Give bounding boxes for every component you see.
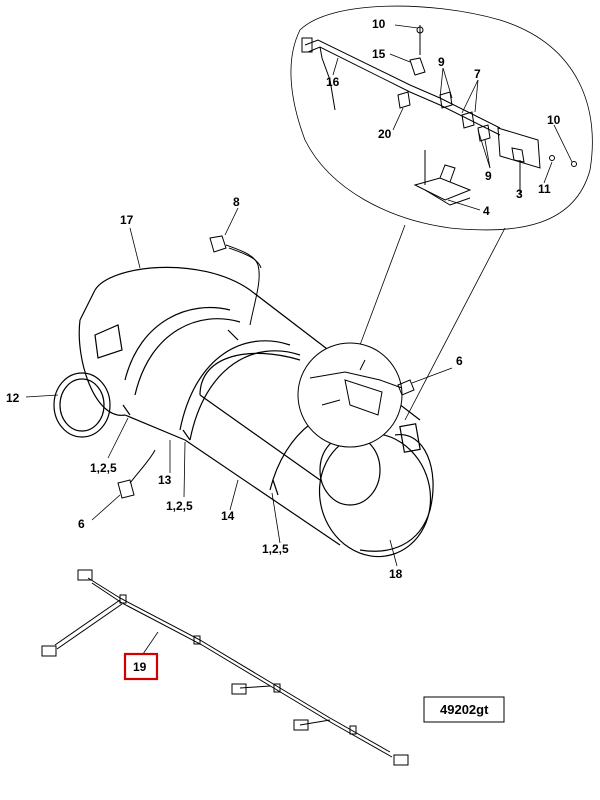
callout-11: 11 — [538, 182, 551, 196]
callout-20: 20 — [378, 127, 392, 141]
callout-1-2-5-right: 1,2,5 — [262, 542, 289, 556]
detail-tube-assembly — [301, 25, 577, 206]
callout-8: 8 — [233, 195, 240, 209]
callout-16: 16 — [326, 75, 340, 89]
wiring-harness — [41, 569, 409, 766]
reference-code: 49202gt — [440, 702, 489, 717]
callout-labels: 10 15 16 9 7 10 20 9 3 11 4 8 17 6 12 1,… — [6, 17, 561, 581]
callout-4: 4 — [483, 204, 490, 218]
callout-6-left: 6 — [78, 517, 85, 531]
detail-bubble — [290, 5, 593, 421]
callout-18: 18 — [389, 567, 403, 581]
callout-14: 14 — [221, 509, 235, 523]
magnified-detail-circle — [297, 342, 415, 448]
callout-13: 13 — [158, 473, 172, 487]
highlight-box — [123, 652, 159, 681]
callout-9-top: 9 — [438, 55, 445, 69]
callout-19: 19 — [133, 660, 147, 674]
callout-1-2-5-left: 1,2,5 — [90, 461, 117, 475]
reference-code-box: 49202gt — [423, 696, 505, 723]
callout-3: 3 — [516, 187, 523, 201]
callout-12: 12 — [6, 391, 20, 405]
callout-9-bottom: 9 — [485, 169, 492, 183]
callout-leaders — [25, 24, 573, 655]
callout-15: 15 — [372, 47, 386, 61]
callout-6-right: 6 — [456, 354, 463, 368]
callout-1-2-5-middle: 1,2,5 — [166, 499, 193, 513]
callout-17: 17 — [120, 213, 134, 227]
sensor-wire — [209, 235, 262, 326]
callout-10-top: 10 — [372, 17, 386, 31]
callout-7: 7 — [474, 67, 481, 81]
callout-19-highlight: 19 — [123, 652, 159, 681]
lower-sensor — [117, 449, 156, 499]
callout-10-right: 10 — [547, 113, 561, 127]
